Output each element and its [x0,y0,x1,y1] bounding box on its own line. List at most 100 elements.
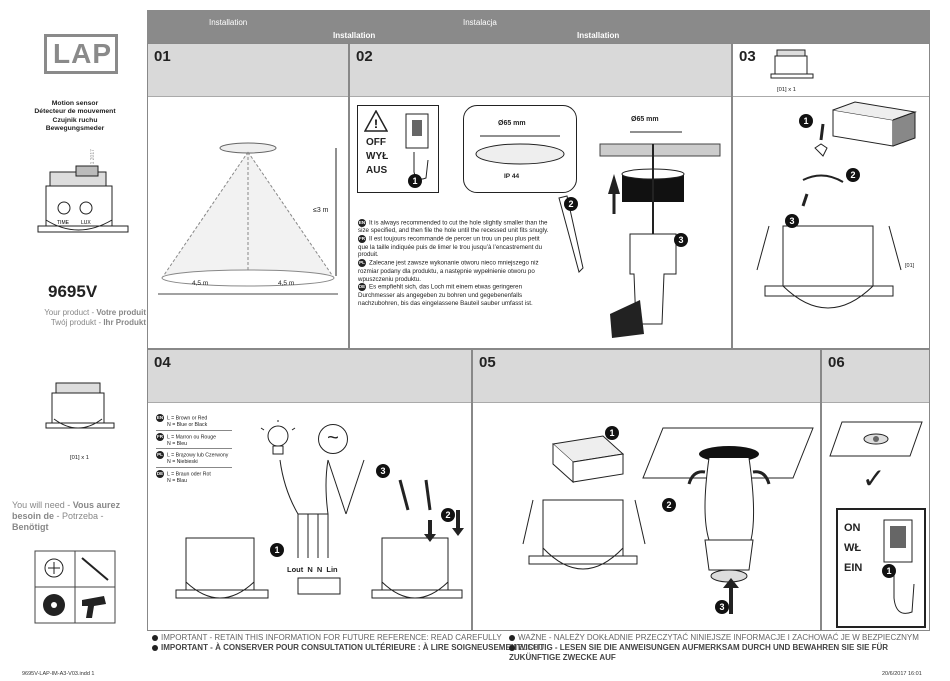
important-badge-en [152,634,158,641]
step-04-callout-2: 2 [441,508,455,522]
step-02-callout-2: 2 [564,197,578,211]
wire-badge-en: EN [156,414,164,422]
step-04-number: 04 [154,354,171,371]
off-text: OFF WYŁ AUS [366,136,388,178]
step-05-callout-2: 2 [662,498,676,512]
hole-saw-icon [43,594,65,616]
step-03-callout-3: 3 [785,214,799,228]
on-en: ON [844,522,861,534]
header-left-top: Installation [209,18,248,27]
step-06-callout-1: 1 [882,564,896,578]
off-en: OFF [366,137,386,148]
need-pl: - Potrzeba - [54,511,104,521]
left-range-label: 4,5 m [192,280,209,287]
wire-n-pl: N = Niebieski [167,459,198,466]
model-number: 9695V [48,282,98,301]
header-band: Installation Instalacja Installation Ins… [147,10,930,43]
step-01-title-band: 01 [148,44,348,97]
terminal-labels: Lout N N Lin [287,565,338,574]
drilling-illustration [599,131,721,338]
terminal-n-1: N [307,565,313,574]
step-02-callout-3: 3 [674,233,688,247]
hole-size-label-2: Ø65 mm [631,116,659,123]
detection-zone-diagram [158,142,338,295]
your-product-fr: Votre produit [96,308,146,317]
height-label: ≤3 m [313,207,329,214]
product-illustration: TIME LUX [37,165,129,233]
header-left-bottom: Installation [333,31,376,40]
wire-badge-fr: FR [156,432,164,441]
step-03-illustration [756,101,917,309]
brand-logo-text: LAP [53,38,112,69]
footer-left: 9695V-LAP-IM-A3-V03.indd 1 [22,671,95,677]
wire-l-en: L = Brown or Red [167,415,208,422]
step-04-title-band: 04 [148,350,471,403]
wire-n-fr: N = Bleu [167,440,188,447]
product-small-illustration [45,382,115,429]
step-06-title-band: 06 [822,350,929,403]
svg-text:!: ! [374,117,378,131]
phillips-screwdriver-icon [44,558,64,578]
step-02-panel: 02 ! OFF WYŁ AUS 1 Ø65 mm IP 44 2 Ø65 mm… [349,43,732,349]
step-03-qty-illustration [770,49,814,79]
right-range-label: 4,5 m [278,280,295,287]
hole-size-label: Ø65 mm [498,120,526,127]
need-fr: Vous aurez besoin de [12,500,121,521]
important-fr: IMPORTANT - À CONSERVER POUR CONSULTATIO… [152,643,521,653]
header-right-top: Instalacja [463,18,497,27]
lang-badge-pl: PL [358,259,366,268]
hole-disk-icon [475,135,565,165]
step-02-title-band: 02 [350,44,731,97]
step-03-panel: 03 [01] x 1 1 2 3 [01] [732,43,930,349]
important-badge-pl [509,634,515,641]
hole-spec-box: Ø65 mm IP 44 [463,105,577,193]
step-03-number: 03 [739,48,756,65]
important-badge-fr [152,644,158,651]
step-05-callout-3: 3 [715,600,729,614]
check-icon: ✓ [862,463,886,494]
terminal-lin: Lin [326,565,338,574]
important-de-text: WICHTIG - LESEN SIE DIE ANWEISUNGEN AUFM… [509,643,889,662]
dial-lux-label: LUX [81,220,91,226]
on-pl: WŁ [844,542,862,554]
header-right-bottom: Installation [577,31,620,40]
step-04-callout-1: 1 [270,543,284,557]
installed-sensor-icon [829,421,923,457]
you-will-need: You will need - Vous aurez besoin de - P… [12,500,134,533]
instruction-fr-text: Il est toujours recommandé de percer un … [358,235,543,259]
power-off-box: ! OFF WYŁ AUS 1 [357,105,439,193]
important-badge-de [509,644,515,651]
on-text: ON WŁ EIN [844,518,862,578]
wire-l-de: L = Braun oder Rot [167,471,211,478]
dial-time-label: TIME [57,220,70,226]
step-02-number: 02 [356,48,373,65]
footer-right: 20/6/2017 16:01 [882,671,922,677]
wire-n-en: N = Blue or Black [167,422,208,428]
tools-grid [34,550,116,624]
important-en: IMPORTANT - RETAIN THIS INFORMATION FOR … [152,633,502,643]
instruction-en-text: It is always recommended to cut the hole… [358,219,549,235]
step-06-panel: 06 ✓ ON WŁ EIN 1 [821,349,930,631]
lang-badge-fr: FR [358,235,366,244]
step-05-number: 05 [479,354,496,371]
step-01-number: 01 [154,48,171,65]
need-en: You will need - [12,500,73,510]
important-pl-text: WAŻNE - NALEŻY DOKŁADNIE PRZECZYTAĆ NINI… [509,633,919,652]
screwdriver-icon [81,557,109,581]
drill-icon [82,596,106,618]
terminal-lout: Lout [287,565,304,574]
step-03-part-label: [01] [905,263,915,269]
step-05-panel: 05 1 2 3 [472,349,821,631]
off-de: AUS [366,165,388,176]
step-04-callout-3: 3 [376,464,390,478]
step-03-callout-2: 2 [846,168,860,182]
product-names: Motion sensor Détecteur de mouvement Czu… [10,100,140,134]
